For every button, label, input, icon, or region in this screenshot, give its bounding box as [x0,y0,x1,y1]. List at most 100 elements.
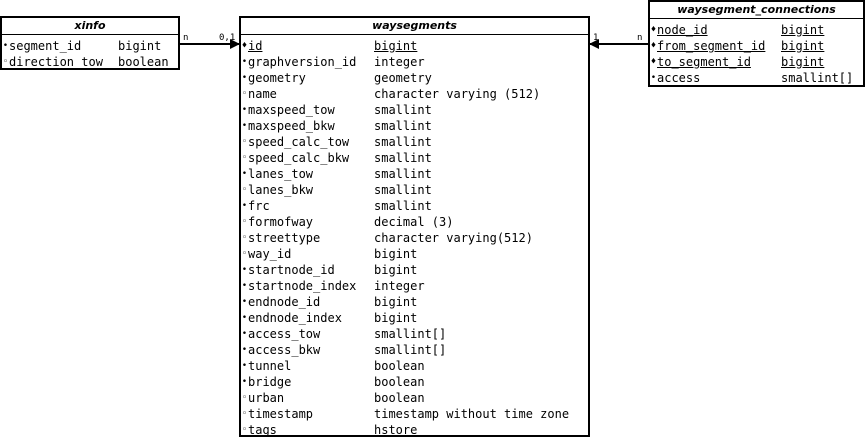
column-row: •tunnel boolean [241,358,588,374]
column-marker-icon: ◦ [241,185,248,195]
column-marker-icon: ◦ [241,137,248,147]
column-name: lanes_tow [248,167,314,181]
column-marker-icon: • [650,73,657,83]
column-name: endnode_id [248,295,321,309]
column-type: integer [374,279,425,293]
column-marker-icon: ◦ [241,217,248,227]
column-marker-icon: ◦ [241,233,248,243]
column-row: ♦from_segment_id bigint [650,38,863,54]
column-type: smallint [374,199,432,213]
column-marker-icon: • [241,57,248,67]
column-name: geometry [248,71,306,85]
column-row: •frc smallint [241,198,588,214]
column-type: smallint [374,119,432,133]
column-marker-icon: ◦ [241,153,248,163]
column-type: bigint [374,39,418,53]
column-marker-icon: • [241,345,248,355]
column-type: bigint [374,247,418,261]
column-type: bigint [781,23,825,37]
cardinality-label: n [637,33,643,43]
column-type: smallint[] [374,343,447,357]
column-name: startnode_id [248,263,335,277]
cardinality-label: 1 [593,33,599,43]
column-marker-icon: ◦ [241,393,248,403]
column-name: tags [248,423,277,437]
table-title: waysegments [241,18,588,35]
column-type: character varying(512) [374,231,533,245]
column-name: startnode_index [248,279,357,293]
column-name: to_segment_id [657,55,751,69]
column-row: ◦ direction_tow boolean [2,54,178,70]
column-type: hstore [374,423,418,437]
column-type: bigint [374,295,418,309]
column-name: access [657,71,701,85]
column-type: decimal (3) [374,215,454,229]
column-row: ◦lanes_bkw smallint [241,182,588,198]
column-type: bigint [781,55,825,69]
column-type: smallint [374,183,432,197]
column-marker-icon: • [241,281,248,291]
column-marker-icon: • [241,265,248,275]
column-marker-icon: • [241,361,248,371]
column-name: node_id [657,23,708,37]
column-type: smallint [374,151,432,165]
column-type: boolean [374,359,425,373]
column-marker-icon: ◦ [241,409,248,419]
column-type: bigint [781,39,825,53]
column-name: maxspeed_tow [248,103,335,117]
column-type: geometry [374,71,432,85]
column-type: smallint [374,103,432,117]
column-name: access_bkw [248,343,321,357]
column-type: smallint [374,135,432,149]
column-marker-icon: • [241,73,248,83]
column-marker-icon: ◦ [2,57,9,67]
column-type: bigint [374,263,418,277]
column-marker-icon: • [241,313,248,323]
column-marker-icon: ◦ [241,249,248,259]
column-name: bridge [248,375,292,389]
column-marker-icon: ♦ [650,41,657,51]
column-marker-icon: • [241,201,248,211]
column-type: integer [374,55,425,69]
column-type: smallint[] [781,71,854,85]
column-name: urban [248,391,285,405]
table-title: xinfo [2,18,178,35]
column-type: smallint[] [374,327,447,341]
column-marker-icon: ♦ [241,41,248,51]
column-marker-icon: • [241,329,248,339]
column-marker-icon: • [241,105,248,115]
column-list: • segment_id bigint ◦ direction_tow bool… [2,35,178,70]
column-type: character varying (512) [374,87,541,101]
column-name: streettype [248,231,321,245]
column-name: lanes_bkw [248,183,314,197]
table-xinfo[interactable]: xinfo • segment_id bigint ◦ direction_to… [0,16,180,70]
column-marker-icon: • [241,169,248,179]
column-marker-icon: • [241,121,248,131]
cardinality-label: 0,1 [219,33,236,43]
column-name: tunnel [248,359,292,373]
column-name: from_segment_id [657,39,766,53]
column-name: frc [248,199,270,213]
column-row: •startnode_id bigint [241,262,588,278]
column-name: access_tow [248,327,321,341]
column-marker-icon: • [241,377,248,387]
